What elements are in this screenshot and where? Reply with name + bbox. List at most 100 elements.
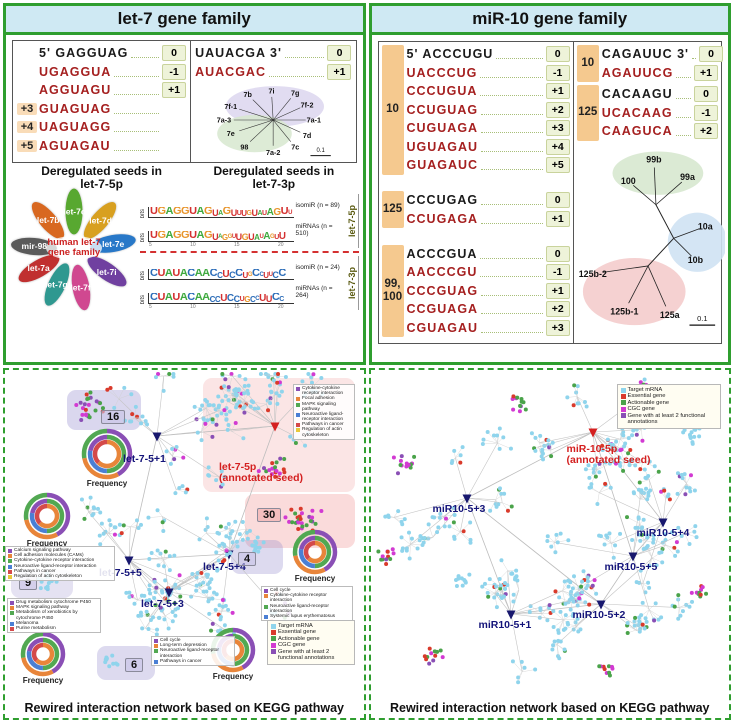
offset-value-box: 0 [693, 86, 718, 103]
hub-marker [124, 556, 134, 566]
dotted-leader [481, 214, 543, 224]
dotted-leader [481, 160, 543, 171]
flower-petal-label: let-7i [96, 266, 117, 277]
seed-row: UCACAAG -1 [602, 104, 718, 123]
dot-cluster [391, 454, 416, 476]
legend-swatch [271, 642, 276, 648]
legend-entry: Regulation of actin cytoskeleton [302, 427, 342, 438]
dotted-leader [131, 48, 160, 59]
legend-entry: Regulation of actin cytoskeleton [14, 573, 82, 579]
seed-row: CCCUGUA+1 [407, 82, 570, 101]
hub-burst [382, 426, 514, 561]
legend-swatch [271, 636, 276, 642]
frequency-label: Frequency [22, 676, 64, 685]
bits-axis-label: bits [140, 294, 146, 304]
seed-sequence: ACCCGUA [406, 246, 478, 261]
hub-label: miR10-5+2 [572, 609, 626, 621]
dotted-leader [114, 104, 160, 114]
offset-value-box: -1 [545, 264, 570, 281]
dotted-leader [481, 304, 543, 315]
offset-value-box: +1 [545, 83, 570, 100]
tree-taxon-label: 100 [621, 176, 636, 186]
seed-row: CAGAUUC 3'0 [601, 45, 724, 64]
seed-sequence: UGUAGAU [406, 139, 479, 154]
legend-swatch [296, 423, 300, 428]
caption-let7-3p: Deregulated seeds in let-7-3p [213, 164, 335, 192]
offset-value-box: +4 [545, 138, 570, 155]
seed-row: GUAGAUC+5 [407, 156, 570, 175]
hub-marker [462, 494, 471, 504]
legend-swatch [620, 387, 626, 393]
mir10-network-caption: Rewired interaction network based on KEG… [370, 699, 729, 717]
logo-row-label: miRNAs (n = 264) [295, 284, 333, 299]
flower-petal-label: let-7g [45, 279, 69, 290]
offset-value-box: +2 [545, 101, 570, 118]
offset-value-box: 0 [545, 192, 570, 209]
legend-swatch [620, 400, 626, 406]
dot-cluster [422, 646, 445, 666]
seed-row: AGGUAGU+1 [17, 81, 187, 100]
seed-sequence: CCCGUAG [406, 283, 479, 298]
legend-entry: Purine metabolism [16, 625, 56, 631]
tree-taxon-label: 7d [303, 131, 311, 140]
offset-left-label: +3 [17, 102, 37, 115]
seed-sequence: 5' ACCCUGU [406, 47, 494, 62]
legend-entry: Neuroactive ligand-receptor interaction [270, 603, 329, 614]
seed-sequence: CAAGUCA [601, 124, 673, 139]
tree-scale-label: 0.1 [697, 314, 707, 323]
hub-burst [549, 544, 694, 661]
seed-sequence: UCACAAG [601, 105, 673, 120]
legend-entry: Neuroactive ligand-receptor interaction [14, 563, 97, 569]
legend-entry: Pathways in cancer [14, 568, 56, 574]
tree-taxon-label: 10a [698, 221, 713, 231]
legend-entry: Focal adhesion [302, 396, 335, 402]
seed-sequence: CAGAUUC 3' [601, 47, 690, 62]
dotted-leader [481, 323, 543, 333]
legend-swatch [620, 393, 626, 399]
legend-swatch [8, 574, 12, 579]
flower-petal: let-7c [63, 188, 85, 235]
hub-label: let-7-5p (annotated seed) [219, 461, 304, 485]
flower-petal-label: mir-98 [21, 241, 47, 252]
seed-sequence: CCCUGAG [406, 193, 479, 208]
hub-burst [136, 531, 240, 638]
legend-swatch [8, 559, 12, 564]
legend-swatch [154, 639, 158, 643]
offset-value-box: -1 [693, 104, 718, 121]
dotted-leader [113, 141, 160, 151]
hub-label: let-7-5+1 [123, 453, 166, 465]
dotted-leader [481, 123, 543, 134]
legend-swatch [154, 649, 158, 654]
legend-swatch [271, 629, 276, 635]
tree-taxon-label: 99b [646, 154, 662, 164]
seed-group-label: 125 [576, 85, 599, 141]
legend-swatch [620, 413, 626, 419]
gene-legend-entry: Gene with at least 2 functional annotati… [278, 648, 335, 662]
seed-row: AGAUUCG+1 [602, 64, 718, 83]
tree-taxon-label: 10b [687, 254, 703, 264]
seed-row: CCUGAGA+1 [407, 210, 570, 229]
tree-scale-label: 0.1 [317, 148, 325, 154]
legend-swatch [8, 549, 12, 553]
legend-swatch [296, 397, 300, 402]
legend-entry: Cytokine-cytokine receptor interaction [302, 386, 344, 397]
offset-left-label: +5 [17, 139, 37, 152]
legend-swatch [296, 412, 300, 417]
legend-entry: Pathways in cancer [160, 658, 202, 664]
dot-cluster [453, 572, 471, 589]
dotted-leader [284, 48, 325, 59]
